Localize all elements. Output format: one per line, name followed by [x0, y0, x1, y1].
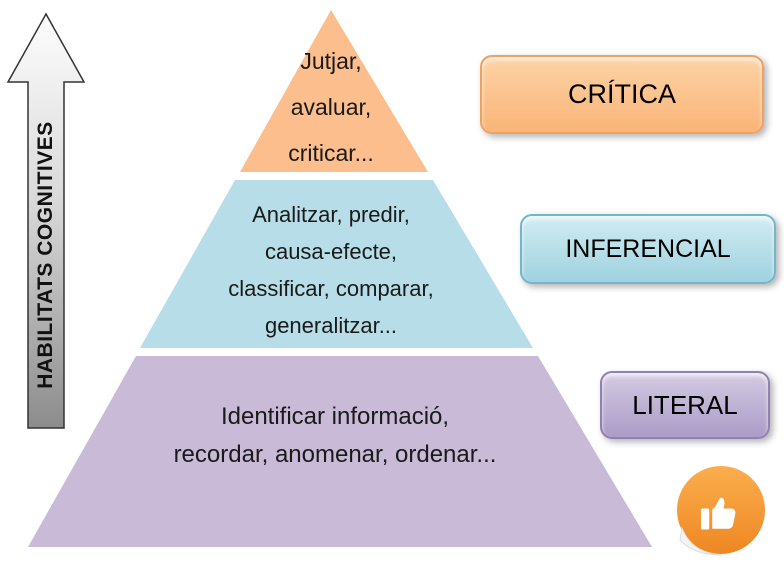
pyramid-text-line: Jutjar,	[300, 48, 362, 74]
pyramid-text-line: generalitzar...	[264, 313, 398, 338]
thumbs-up-icon	[677, 466, 765, 556]
pyramid-text-literal: Identificar informació, recordar, anomen…	[125, 398, 545, 474]
pyramid-text-line: criticar...	[288, 140, 374, 166]
pyramid-text-line: classificar, comparar,	[228, 276, 434, 301]
pyramid-text-line: recordar, anomenar, ordenar...	[173, 441, 497, 468]
label-badge-critica: CRÍTICA	[480, 55, 764, 134]
label-badge-inferencial: INFERENCIAL	[520, 214, 776, 284]
pyramid-level-critica	[240, 10, 428, 172]
up-arrow	[6, 12, 86, 429]
pyramid-text-line: avaluar,	[290, 94, 372, 120]
pyramid-text-line: Analitzar, predir,	[252, 202, 410, 227]
arrow-caption: HABILITATS COGNITIVES	[34, 121, 57, 389]
pyramid-text-inferencial: Analitzar, predir, causa-efecte, classif…	[171, 196, 491, 344]
pyramid-text-line: Identificar informació,	[220, 403, 450, 430]
label-badge-text: LITERAL	[632, 389, 738, 420]
label-badge-text: INFERENCIAL	[565, 234, 731, 263]
pyramid-text-line: causa-efecte,	[264, 239, 398, 264]
pyramid-level-literal	[28, 356, 652, 547]
pyramid-level-inferencial	[140, 180, 533, 348]
label-badge-literal: LITERAL	[600, 371, 770, 439]
pyramid-text-critica: Jutjar, avaluar, criticar...	[191, 38, 471, 176]
label-badge-text: CRÍTICA	[568, 79, 676, 109]
